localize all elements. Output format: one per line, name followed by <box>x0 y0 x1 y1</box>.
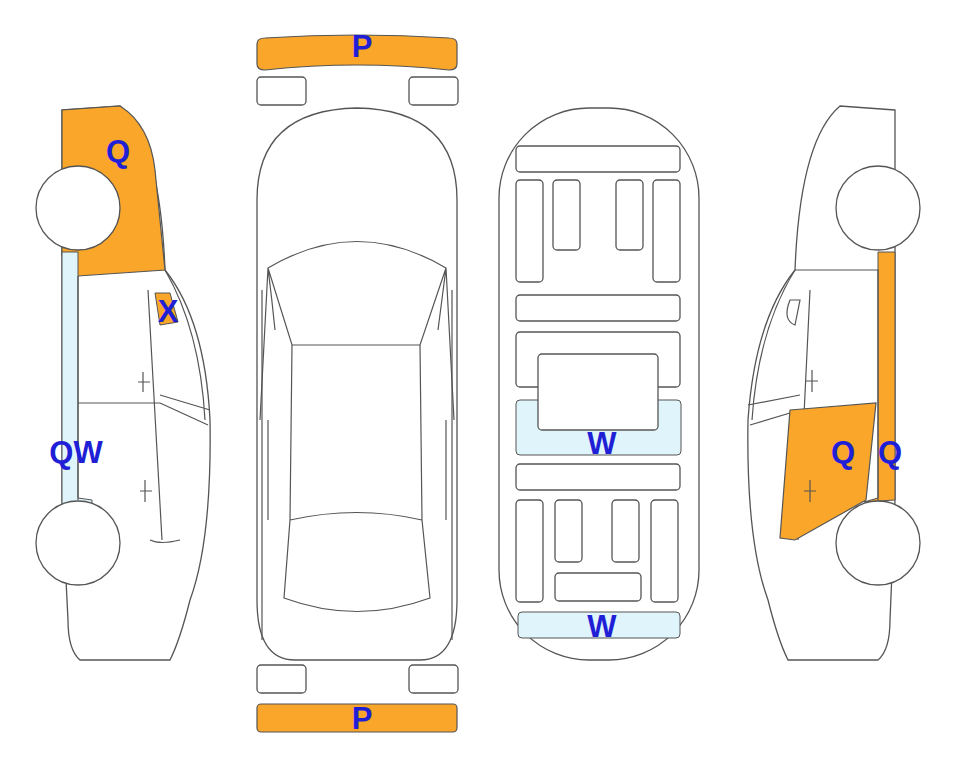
panel <box>516 500 543 602</box>
wheel <box>836 166 920 250</box>
door-handle <box>138 372 152 502</box>
panel <box>555 500 582 562</box>
mirror <box>409 665 458 693</box>
body-outline <box>499 108 699 660</box>
wheel <box>836 501 920 585</box>
underside-view <box>499 108 699 660</box>
panel <box>555 573 641 601</box>
right-side-view <box>748 106 920 660</box>
panel <box>553 180 580 250</box>
panel <box>516 464 680 490</box>
body-outline <box>257 108 457 660</box>
roof-outline <box>260 242 454 612</box>
panel <box>616 180 643 250</box>
top-view <box>257 35 458 732</box>
damage-code: X <box>158 296 179 327</box>
door-line <box>748 270 878 540</box>
mirror <box>257 77 306 105</box>
damage-code: P <box>352 703 373 734</box>
damage-code: Q <box>878 437 902 468</box>
damage-code: Q <box>106 136 130 167</box>
door-line <box>78 270 210 543</box>
damage-code: QW <box>49 437 102 468</box>
panel <box>516 146 680 172</box>
damage-code: W <box>587 611 616 642</box>
panel <box>612 500 639 562</box>
door-handle <box>787 300 818 502</box>
mirror <box>409 77 458 105</box>
panel <box>516 295 680 321</box>
wheel <box>36 166 120 250</box>
left-side-view <box>36 106 210 660</box>
wheel <box>36 501 120 585</box>
panel <box>516 180 543 282</box>
panel <box>651 500 678 602</box>
mirror <box>257 665 306 693</box>
damage-code: P <box>352 31 373 62</box>
damage-code: W <box>587 428 616 459</box>
panel <box>653 180 680 282</box>
damage-code: Q <box>831 437 855 468</box>
side-line <box>262 290 452 640</box>
panel <box>538 354 658 430</box>
